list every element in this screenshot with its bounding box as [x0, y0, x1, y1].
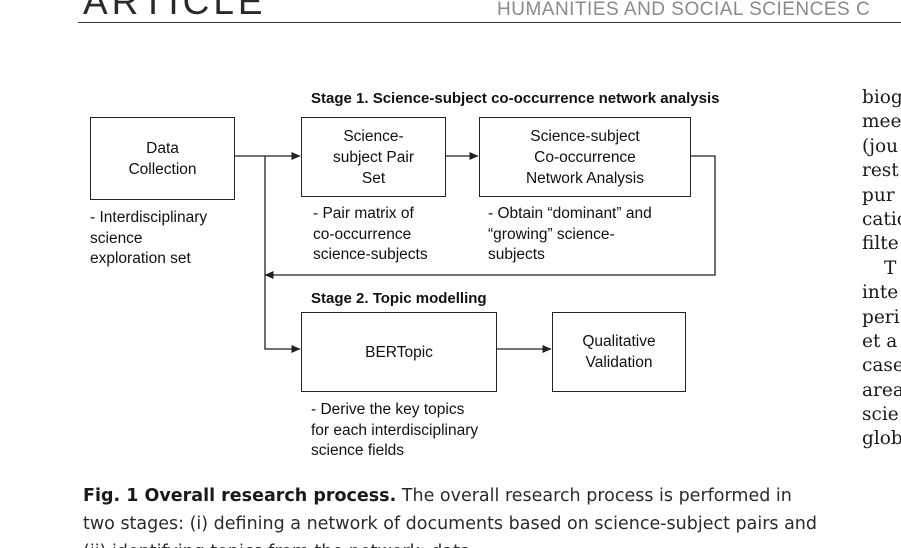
body-line: case [862, 355, 901, 377]
body-line: scie [862, 404, 899, 426]
stage2-title: Stage 2. Topic modelling [311, 290, 487, 307]
body-line: glob [862, 428, 901, 450]
body-text-column: biog mee (jou rest pur catio filte T int… [862, 86, 901, 452]
section-label: ARTICLE [83, 0, 267, 22]
caption-text: The overall research process is performe… [83, 486, 818, 548]
network-analysis-note: - Obtain “dominant” and “growing” scienc… [488, 205, 652, 263]
body-line: pur [862, 184, 895, 206]
stage1-title: Stage 1. Science-subject co-occurrence n… [311, 90, 720, 107]
body-line: inte [862, 282, 899, 304]
body-line: (jou [862, 135, 899, 157]
body-line: et a [862, 330, 898, 352]
bertopic-note: - Derive the key topics for each interdi… [311, 401, 479, 459]
body-line: peri [862, 306, 900, 328]
pair-set-box: Science- subject Pair Set [301, 117, 446, 197]
data-collection-note: - Interdisciplinary science exploration … [90, 209, 208, 267]
body-line: rest [862, 160, 899, 182]
body-line: T [884, 257, 897, 279]
validation-box: Qualitative Validation [552, 312, 686, 392]
pair-set-note: - Pair matrix of co-occurrence science-s… [313, 205, 428, 263]
header-rule [78, 22, 901, 23]
data-collection-box: Data Collection [90, 117, 235, 200]
journal-name: HUMANITIES AND SOCIAL SCIENCES C [497, 0, 871, 20]
body-line: filte [862, 233, 899, 255]
figure-caption: Fig. 1 Overall research process. The ove… [83, 482, 828, 548]
body-line: mee [862, 111, 901, 133]
caption-label: Fig. 1 Overall research process. [83, 486, 397, 506]
body-line: area [862, 379, 901, 401]
bertopic-box: BERTopic [301, 312, 497, 392]
body-line: catio [862, 208, 901, 230]
body-line: biog [862, 87, 901, 108]
network-analysis-box: Science-subject Co-occurrence Network An… [479, 117, 691, 197]
arrow-trunk-to-bertopic [264, 156, 301, 353]
